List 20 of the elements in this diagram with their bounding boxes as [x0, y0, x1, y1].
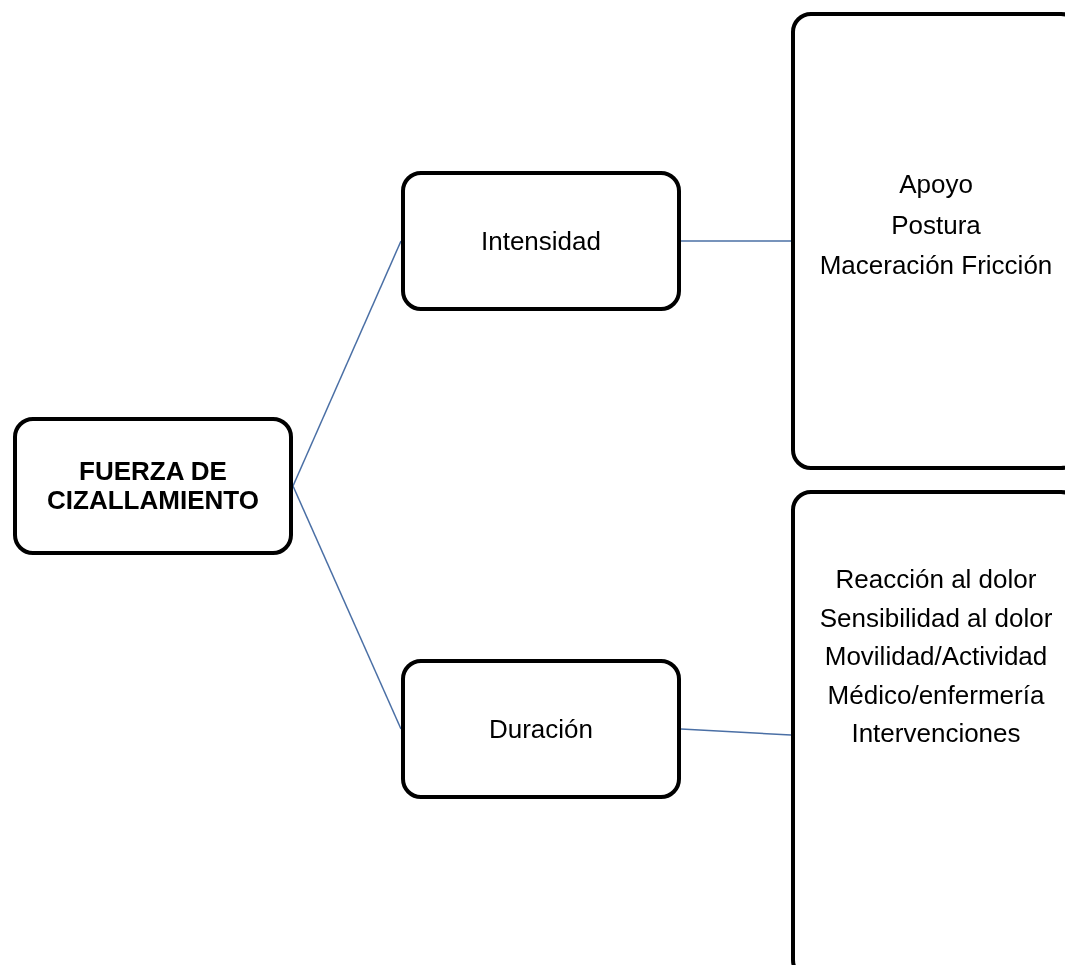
node-text: Maceración Fricción [818, 251, 1054, 280]
node-text: FUERZA DE CIZALLAMIENTO [46, 457, 260, 515]
node-text: Movilidad/Actividad [823, 642, 1049, 671]
node-text: Reacción al dolor [834, 565, 1038, 594]
node-text: Duración [488, 714, 594, 744]
node-text: Intensidad [481, 226, 601, 256]
node-text: Apoyo [898, 170, 974, 199]
topic-box [13, 417, 293, 555]
node-text: Postura [890, 210, 982, 240]
list-box [791, 490, 1065, 965]
topic-box [401, 171, 681, 311]
node-text: Intervenciones [850, 719, 1022, 748]
topic-box [401, 659, 681, 799]
connector-line [292, 485, 402, 730]
node-text: Médico/enfermería [826, 680, 1046, 710]
list-box [791, 12, 1065, 470]
connector-line [680, 728, 792, 736]
connector-line [680, 240, 792, 242]
connector-line [292, 240, 402, 487]
node-text: Sensibilidad al dolor [818, 603, 1054, 633]
